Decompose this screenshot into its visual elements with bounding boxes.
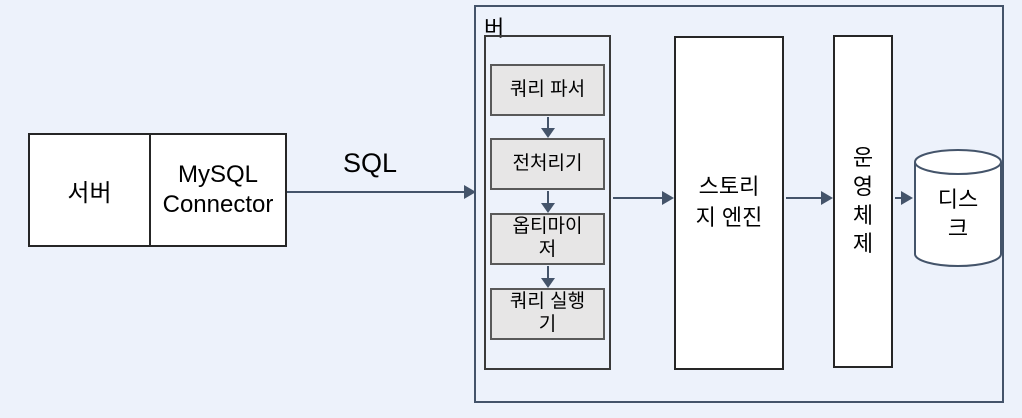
disk-cylinder-shape [914, 149, 1002, 267]
client-box: 서버 MySQL Connector [28, 133, 287, 247]
step-query-executor: 쿼리 실행 기 [490, 288, 605, 340]
storage-engine-box: 스토리 지 엔진 [674, 36, 784, 370]
query-pipeline-box [484, 35, 611, 370]
server-cell: 서버 [30, 135, 151, 245]
disk-cylinder-top [914, 149, 1002, 175]
disk-cylinder-body [914, 162, 1002, 267]
operating-system-box: 운 영 체 제 [833, 35, 893, 368]
mysql-server-container [474, 5, 1004, 403]
mysql-connector-cell: MySQL Connector [162, 161, 274, 218]
step-optimizer: 옵티마이 저 [490, 213, 605, 265]
sql-arrow-label: SQL [342, 148, 398, 178]
disk-label: 디스 크 [937, 187, 979, 241]
step-preprocessor: 전처리기 [490, 138, 605, 190]
mysql-server-container-label: 버 [484, 16, 505, 41]
step-query-parser: 쿼리 파서 [490, 64, 605, 116]
disk-cylinder: 디스 크 [913, 148, 1003, 268]
